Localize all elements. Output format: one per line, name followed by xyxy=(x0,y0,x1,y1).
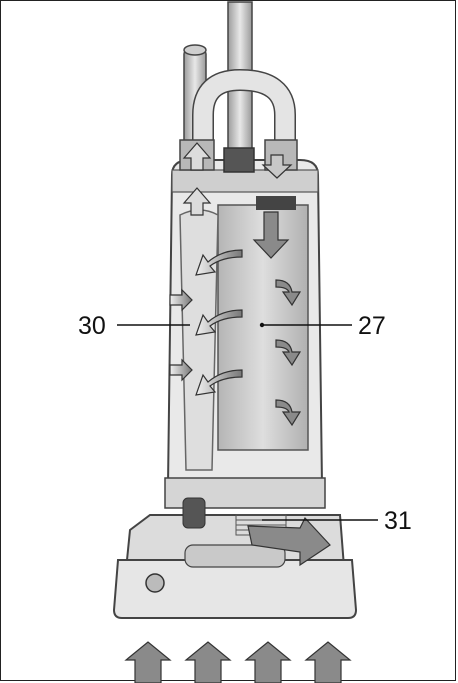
airflow-arrows-right xyxy=(275,279,302,427)
vacuum-base xyxy=(112,477,358,619)
callout-27: 27 xyxy=(358,312,386,340)
filter-tube xyxy=(179,209,219,471)
airflow-arrows-left xyxy=(169,249,243,396)
airflow-arrows-up xyxy=(182,142,212,216)
airflow-arrows-down xyxy=(252,154,293,259)
hose-loop xyxy=(192,68,296,150)
callout-31: 31 xyxy=(384,507,412,535)
intake-arrows xyxy=(124,641,352,683)
callout-30: 30 xyxy=(78,312,106,340)
